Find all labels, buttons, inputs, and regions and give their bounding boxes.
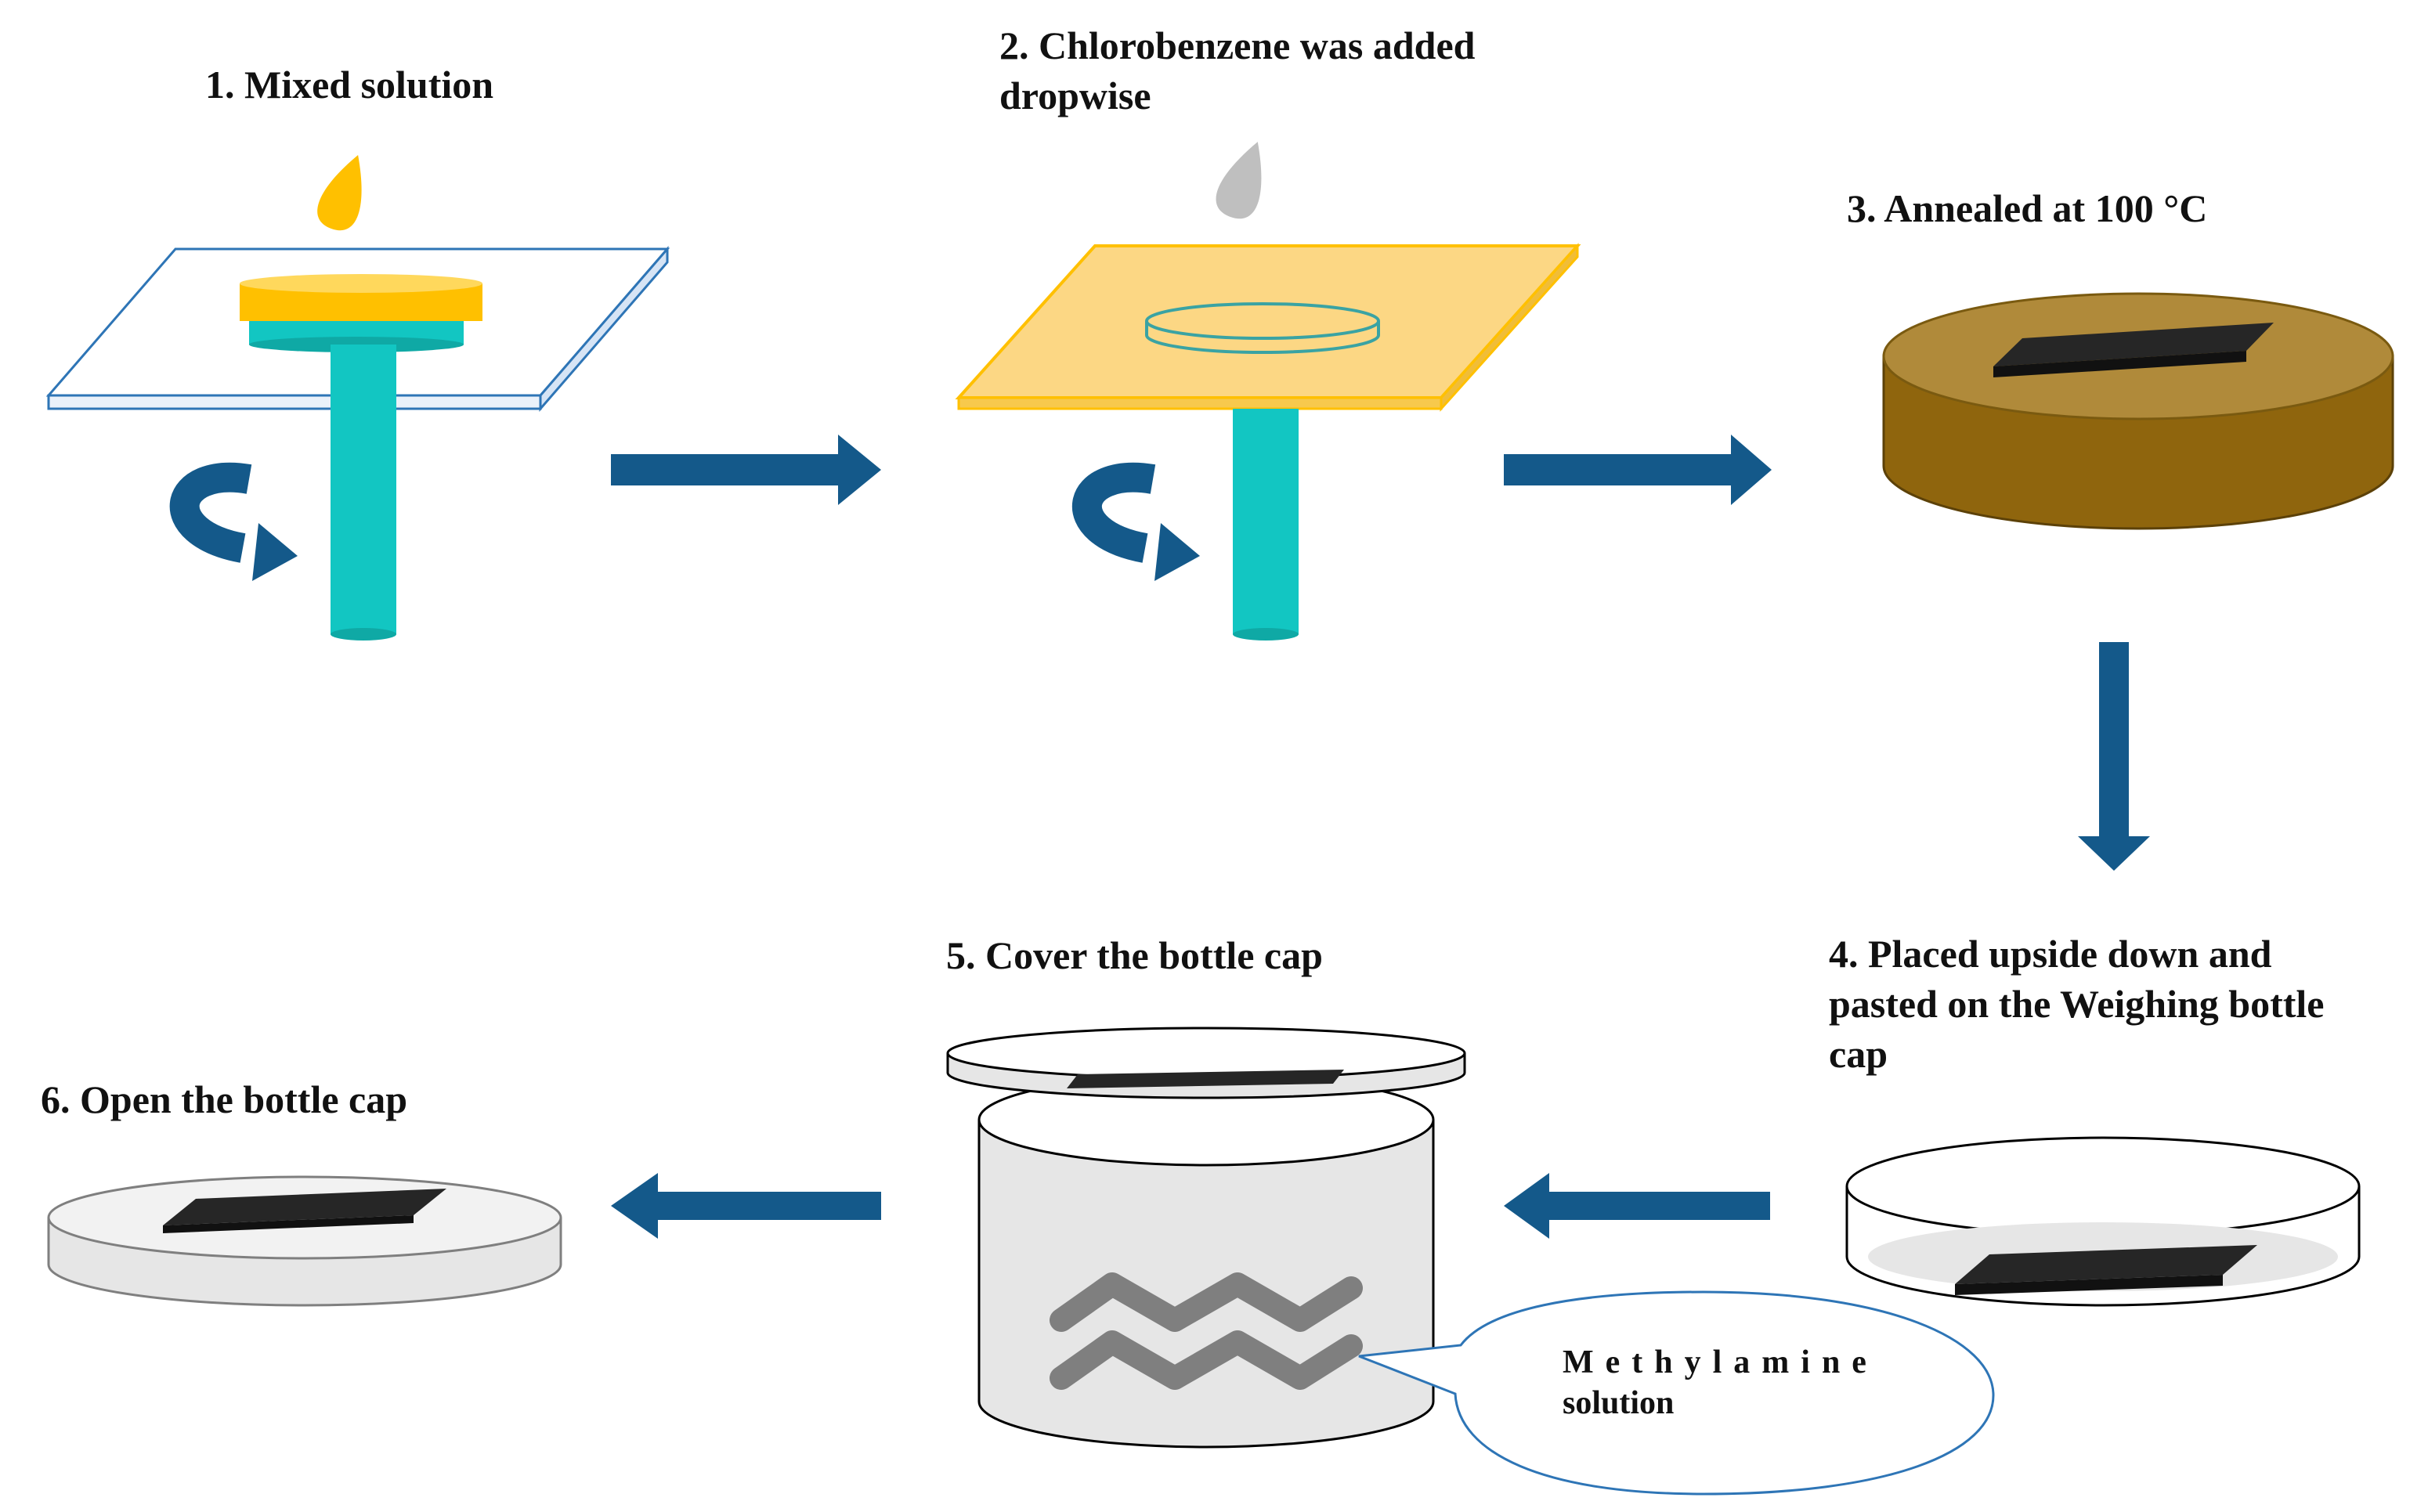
flow-arrow-icon bbox=[611, 435, 881, 505]
step5-weighing-bottle bbox=[946, 1027, 1995, 1496]
flow-arrow-icon bbox=[611, 1173, 881, 1239]
spin-shaft bbox=[1233, 409, 1299, 634]
step3-hotplate bbox=[1882, 292, 2394, 530]
droplet-icon bbox=[1216, 142, 1262, 219]
rotation-arrow-icon bbox=[1071, 462, 1200, 581]
sample-film bbox=[163, 1189, 446, 1225]
step2-label: 2. Chlorobenzene was added dropwise bbox=[999, 23, 1476, 117]
coated-film-top bbox=[240, 274, 482, 293]
step2-antisolvent bbox=[955, 142, 1581, 641]
sample-film bbox=[1993, 323, 2274, 366]
step6-open-cap bbox=[47, 1175, 562, 1307]
sample-film bbox=[1955, 1245, 2257, 1284]
step4-label: 4. Placed upside down and pasted on the … bbox=[1829, 932, 2325, 1076]
yellow-substrate-edge bbox=[957, 396, 1443, 410]
step1-label: 1. Mixed solution bbox=[205, 63, 494, 106]
methylamine-waves bbox=[1050, 1272, 1363, 1390]
step4-bottle-cap bbox=[1845, 1136, 2361, 1307]
callout-bubble bbox=[1358, 1290, 1995, 1496]
flow-arrow-icon bbox=[2078, 642, 2150, 871]
glass-substrate-edge bbox=[47, 394, 542, 410]
bottle-cap bbox=[946, 1027, 1466, 1080]
glass-substrate-side bbox=[539, 245, 669, 413]
yellow-substrate-side bbox=[1440, 243, 1579, 412]
spin-shaft bbox=[331, 345, 396, 634]
step5-label: 5. Cover the bottle cap bbox=[946, 933, 1323, 977]
sample-film bbox=[1067, 1070, 1344, 1088]
spin-shaft-base bbox=[331, 628, 396, 641]
methylamine-callout-label: Methylamine solution bbox=[1563, 1344, 1878, 1421]
cap-top bbox=[1845, 1136, 2361, 1236]
droplet-icon bbox=[317, 155, 362, 231]
bottle-body bbox=[977, 1120, 1435, 1449]
step3-label: 3. Annealed at 100 °C bbox=[1847, 186, 2208, 230]
step1-spin-coater bbox=[45, 155, 670, 641]
step6-label: 6. Open the bottle cap bbox=[41, 1077, 408, 1121]
rotation-arrow-icon bbox=[169, 462, 298, 581]
yellow-substrate bbox=[955, 244, 1581, 399]
flow-arrow-icon bbox=[1504, 435, 1772, 505]
flow-arrow-icon bbox=[1504, 1173, 1770, 1239]
